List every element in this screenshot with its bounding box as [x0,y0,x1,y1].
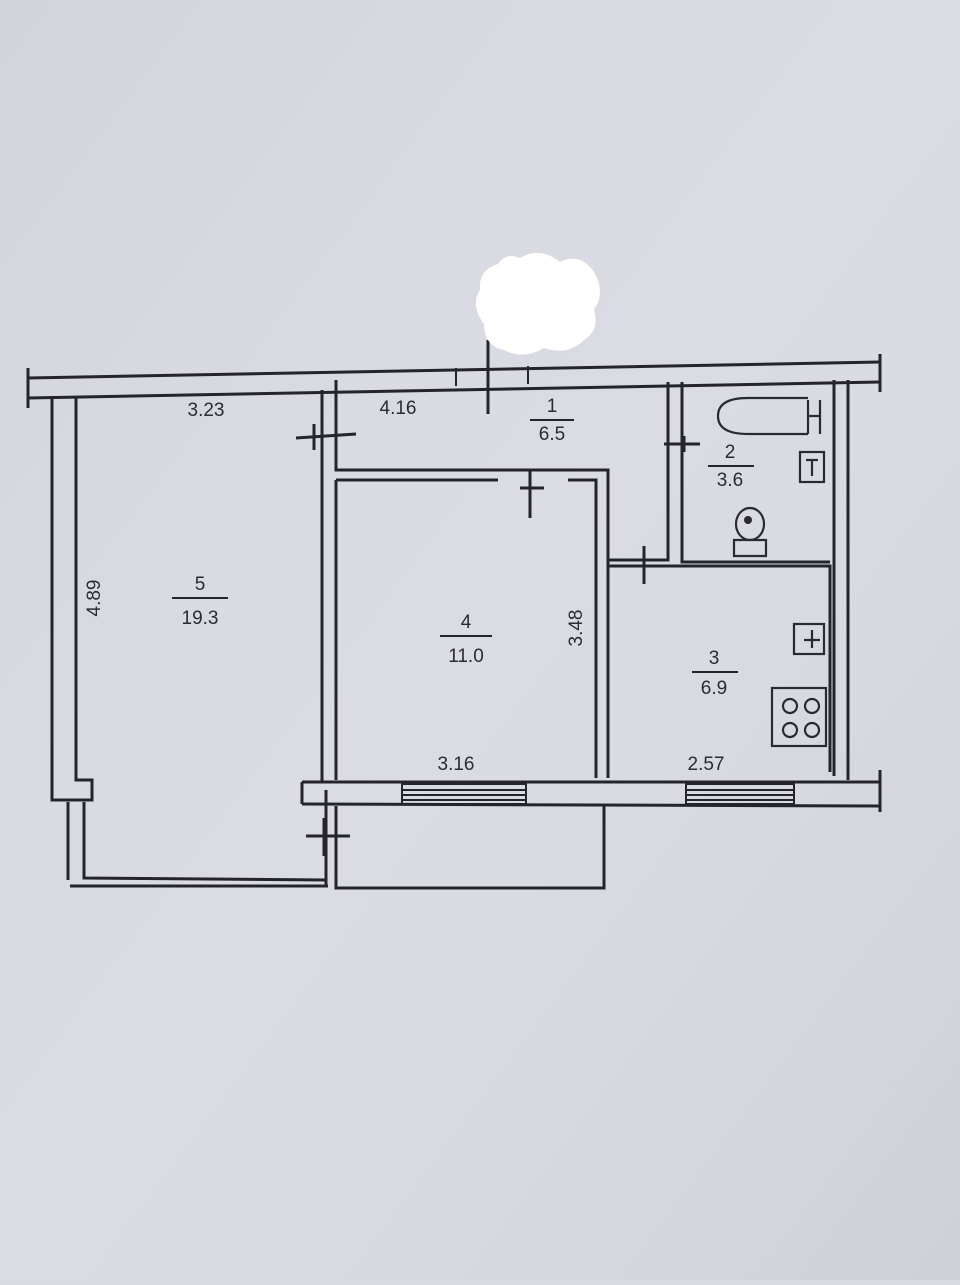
kitchen-sink-icon [792,622,826,656]
room-area: 19.3 [182,608,219,629]
bottom-wall [300,770,882,812]
toilet-icon [732,506,768,558]
dimension-room5-width: 3.23 [188,400,225,421]
room-4-label: 4 11.0 [440,612,492,667]
door-markers [295,340,700,856]
room-area: 11.0 [448,646,484,667]
window-room4 [401,783,527,805]
room-1-label: 1 6.5 [530,396,574,445]
room-2-label: 2 3.6 [708,442,754,491]
dimension-room4-width: 3.16 [438,754,475,775]
window-kitchen [685,783,795,805]
room-3-label: 3 6.9 [692,648,738,699]
redaction-mark [475,252,600,355]
outer-top-wall [26,354,882,408]
dimension-hall-length: 4.16 [380,398,417,419]
room-area: 6.9 [701,678,727,699]
room-5-label: 5 19.3 [172,574,228,629]
bathtub-icon [716,396,822,436]
stove-icon [770,686,828,748]
dimension-kitchen-width: 2.57 [688,754,725,775]
room-number: 2 [725,442,736,463]
room-number: 3 [709,648,720,669]
room-number: 5 [195,574,206,595]
room-number: 1 [547,396,558,417]
bathroom-walls [606,380,850,780]
room-area: 6.5 [539,424,565,445]
dimension-room4-length: 3.48 [566,610,587,647]
balcony [334,806,606,890]
room-number: 4 [461,612,472,633]
left-outer-wall [50,396,328,888]
sink-icon [798,450,826,484]
room-area: 3.6 [717,470,743,491]
dimension-room5-length: 4.89 [84,580,105,617]
